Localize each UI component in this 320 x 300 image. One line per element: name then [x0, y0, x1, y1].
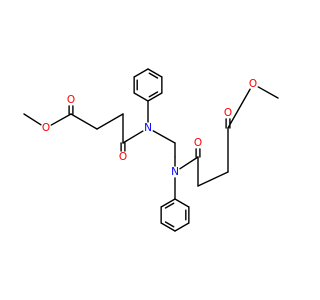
- o-ester-left-carbonyl: O: [67, 94, 75, 106]
- top-ring-bond: [147, 92, 163, 102]
- single-bond: [122, 130, 144, 144]
- n-left: N: [144, 122, 152, 134]
- single-bond: [179, 156, 199, 170]
- molecule-structure: O O O N N O O O: [23, 68, 279, 232]
- o-amide-left: O: [119, 151, 127, 163]
- bottom-ring-bond: [160, 198, 176, 208]
- single-bond: [227, 88, 251, 129]
- single-bond: [197, 171, 229, 187]
- n-right: N: [171, 166, 179, 178]
- single-bond: [70, 113, 98, 130]
- single-bond: [50, 113, 72, 126]
- top-ring-bond: [147, 68, 163, 78]
- bottom-ring-bond: [174, 198, 190, 208]
- o-amide-right: O: [194, 137, 202, 149]
- top-ring-bond: [133, 92, 149, 102]
- top-ring-inner-bond: [148, 91, 159, 98]
- bottom-ring-inner-bond: [164, 202, 175, 209]
- top-ring-inner-bond: [148, 72, 159, 79]
- o-ester-right-methoxy: O: [249, 78, 257, 90]
- bond-layer: [23, 68, 279, 232]
- o-ester-right-carbonyl: O: [224, 107, 232, 119]
- top-ring-bond: [133, 68, 149, 78]
- single-bond: [257, 86, 279, 99]
- single-bond: [152, 130, 176, 144]
- bottom-ring-bond: [160, 222, 176, 232]
- single-bond: [23, 113, 42, 126]
- atom-label-layer: O O O N N O O O: [42, 78, 257, 178]
- bottom-ring-bond: [174, 222, 190, 232]
- o-ester-left-methoxy: O: [42, 122, 50, 134]
- single-bond: [96, 113, 124, 130]
- bottom-ring-inner-bond: [164, 221, 175, 228]
